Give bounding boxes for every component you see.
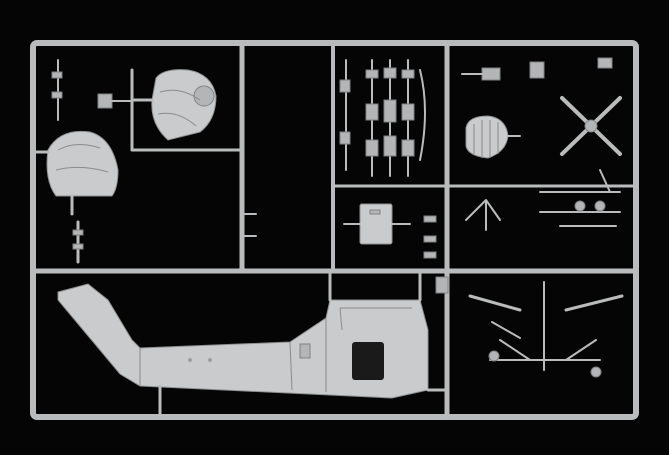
hatch-panel (343, 203, 411, 245)
fuselage-half (57, 269, 449, 416)
small-parts-left (51, 59, 257, 264)
rotor-parts (339, 59, 426, 177)
engine-cone (461, 61, 545, 159)
stabilizer-parts (468, 281, 624, 378)
rotor-hub (560, 57, 622, 156)
sprue-frame (30, 40, 639, 420)
nose-cone-left (34, 130, 119, 216)
small-parts-center (423, 199, 501, 259)
landing-gear (539, 169, 621, 227)
nose-cone-right (97, 68, 244, 152)
